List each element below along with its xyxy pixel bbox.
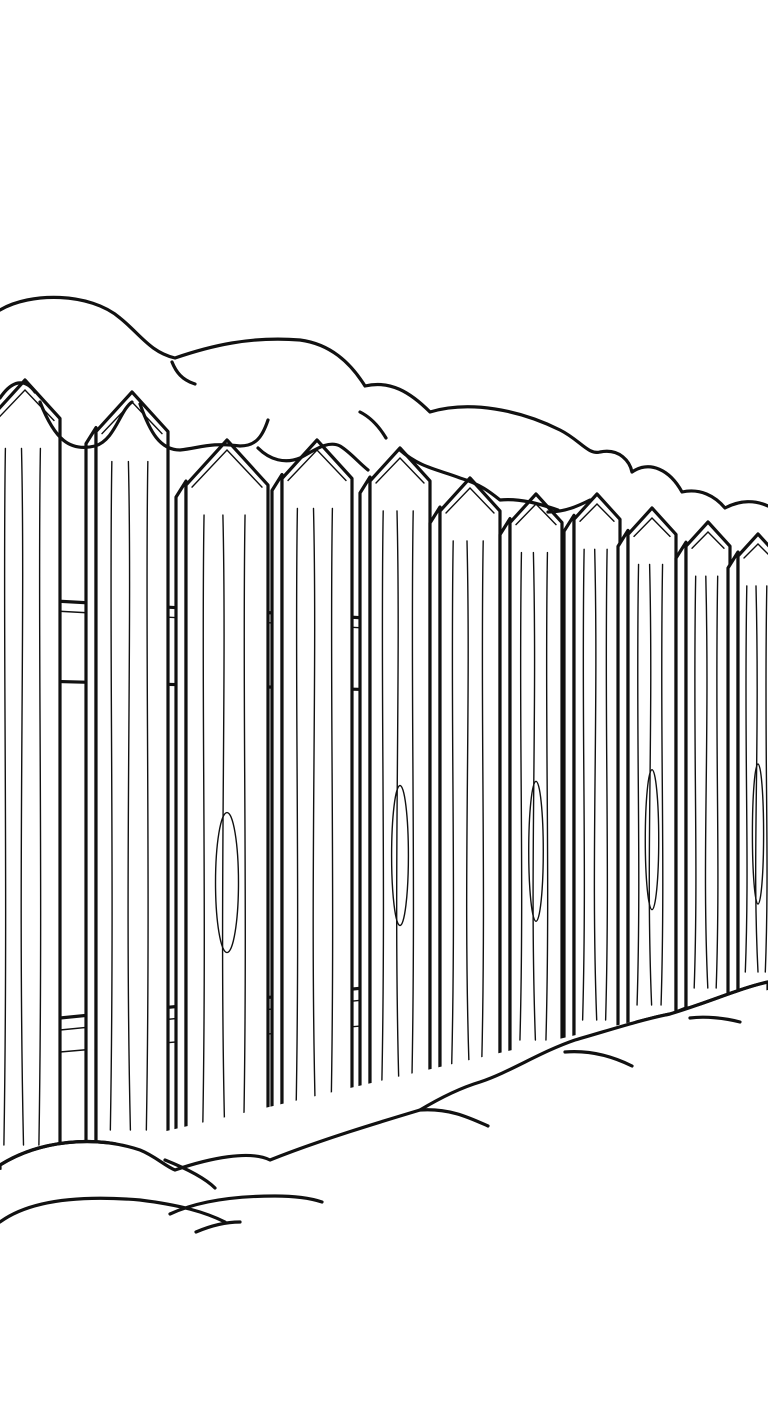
wood-grain-line xyxy=(145,460,149,1131)
wood-grain-line xyxy=(451,540,455,1066)
snow-ground-mask xyxy=(0,990,768,1408)
picket-bevel xyxy=(445,486,495,514)
snow-lip-5 xyxy=(398,448,560,512)
snow-lip-1 xyxy=(0,381,37,400)
picket-face xyxy=(280,438,354,1142)
wooden-picket-icon xyxy=(0,378,62,1167)
snow-ground-curve-2 xyxy=(418,1108,490,1128)
picket-bevel xyxy=(375,456,425,484)
wood-grain-line xyxy=(312,507,317,1121)
snow-ground-curve-3 xyxy=(563,1050,634,1068)
snow-ground-curve-7 xyxy=(194,1220,242,1234)
wood-grain-line xyxy=(411,510,415,1091)
snow-lip-4 xyxy=(256,442,370,472)
picket-face xyxy=(736,532,768,994)
wood-grain-line xyxy=(330,507,334,1121)
wood-grain-line xyxy=(201,514,205,1141)
wood-grain-line xyxy=(660,563,664,1006)
wood-grain-line xyxy=(465,540,470,1066)
wood-grain-line xyxy=(715,575,719,989)
snow-drift-top-icon xyxy=(0,295,768,510)
picket-face xyxy=(684,520,732,1010)
wood-grain-line xyxy=(395,510,400,1091)
wood-grain-line xyxy=(38,447,42,1146)
wood-knot xyxy=(644,769,660,911)
snow-lip-6 xyxy=(546,498,592,514)
wooden-picket-icon xyxy=(428,476,502,1091)
picket-bevel xyxy=(579,503,615,522)
snow-lip-3 xyxy=(138,402,270,452)
wooden-picket-icon xyxy=(674,520,732,1014)
wood-grain-line xyxy=(295,507,299,1121)
wooden-picket-icon xyxy=(84,390,170,1156)
picket-bevel xyxy=(633,516,671,538)
wooden-picket-icon xyxy=(616,506,678,1031)
snow-ground-curve-5 xyxy=(0,1196,227,1224)
snow-ground-curve-1 xyxy=(163,1158,217,1190)
picket-face xyxy=(94,390,170,1152)
wood-grain-line xyxy=(704,575,709,989)
wood-grain-line xyxy=(3,447,7,1146)
wood-grain-line xyxy=(381,510,385,1091)
snow-ground-curve-6 xyxy=(168,1194,324,1216)
wood-grain-line xyxy=(693,575,697,989)
wood-grain-line xyxy=(481,540,485,1066)
wood-grain-line xyxy=(754,585,759,973)
snow-lip-8 xyxy=(170,360,197,386)
picket-bevel xyxy=(743,543,768,559)
wood-grain-line xyxy=(242,514,246,1141)
wooden-picket-icon xyxy=(726,532,768,998)
snow-lip-2 xyxy=(38,400,134,449)
snow-lip-7 xyxy=(358,410,388,440)
wooden-picket-icon xyxy=(358,446,432,1116)
wood-knot xyxy=(528,780,544,922)
wood-grain-line xyxy=(221,514,226,1141)
picket-face xyxy=(184,438,270,1162)
snow-cap xyxy=(0,295,768,514)
snow-ground-curve-4 xyxy=(688,1015,742,1024)
wood-grain-line xyxy=(764,585,768,973)
picket-face xyxy=(0,378,62,1167)
snow-ground xyxy=(0,980,768,1408)
wood-knot xyxy=(390,784,410,927)
wooden-picket-icon xyxy=(562,492,622,1046)
wood-grain-line xyxy=(20,447,25,1146)
picket-face xyxy=(368,446,432,1112)
wood-grain-line xyxy=(581,548,586,1021)
snow-ground-edge xyxy=(0,980,768,1172)
wood-grain-line xyxy=(127,460,132,1131)
wood-grain-line xyxy=(109,460,113,1131)
wood-knot xyxy=(751,763,765,905)
wooden-picket-icon xyxy=(270,438,354,1146)
wooden-picket-icon xyxy=(498,492,564,1066)
picket-face xyxy=(508,492,564,1062)
wood-grain-line xyxy=(744,585,748,973)
fence-pickets xyxy=(0,378,768,1167)
wood-grain-line xyxy=(648,563,653,1006)
wood-grain-line xyxy=(593,548,598,1021)
picket-face xyxy=(572,492,622,1042)
wood-grain-line xyxy=(604,548,609,1021)
wood-grain-line xyxy=(519,551,523,1041)
wood-grain-line xyxy=(545,551,549,1041)
picket-face xyxy=(438,476,502,1087)
wood-grain-line xyxy=(532,551,537,1041)
wood-knot xyxy=(214,811,240,954)
wood-grain-line xyxy=(636,563,640,1006)
wooden-picket-icon xyxy=(174,438,270,1166)
picket-bevel xyxy=(691,531,725,549)
picket-face xyxy=(626,506,678,1027)
picket-bevel xyxy=(191,448,263,488)
